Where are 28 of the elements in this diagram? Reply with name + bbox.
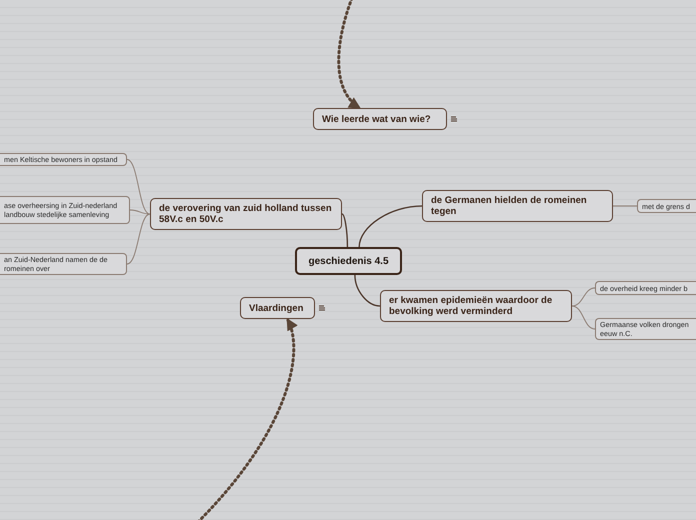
topic-text: de Germanen hielden de romeinen tegen — [431, 195, 588, 217]
subtopic-box — [595, 318, 696, 340]
topic-text: de verovering van zuid holland tussen 58V.c en 50V.c — [159, 203, 333, 225]
subtopic-box — [637, 199, 696, 213]
subtopic-box — [0, 253, 127, 275]
dotted-arrow — [337, 0, 362, 110]
connector-line — [130, 210, 150, 214]
topic-text: Wie leerde wat van wie? — [322, 114, 431, 124]
topic-text: er kwamen epidemieën waardoor de bevolking werd verminderd — [389, 295, 554, 317]
connector-line — [572, 288, 596, 306]
topic-box — [380, 290, 572, 322]
topic-box — [150, 198, 342, 230]
connector-line — [126, 214, 150, 264]
connector-line — [341, 213, 348, 248]
topic-box — [313, 108, 447, 130]
subtopic-box — [0, 196, 130, 224]
topic-text: Vlaardingen — [249, 302, 304, 314]
topic-text: geschiedenis 4.5 — [308, 256, 389, 266]
subtopic-box — [595, 281, 696, 295]
connector-line — [358, 205, 423, 248]
connector-line — [572, 306, 596, 330]
connector-line — [126, 159, 150, 214]
dotted-arrow — [196, 318, 297, 520]
central-topic-box — [295, 247, 402, 275]
connector-line — [354, 274, 381, 307]
topic-box — [422, 190, 613, 222]
subtopic-box — [0, 153, 127, 166]
topic-box — [240, 297, 315, 319]
